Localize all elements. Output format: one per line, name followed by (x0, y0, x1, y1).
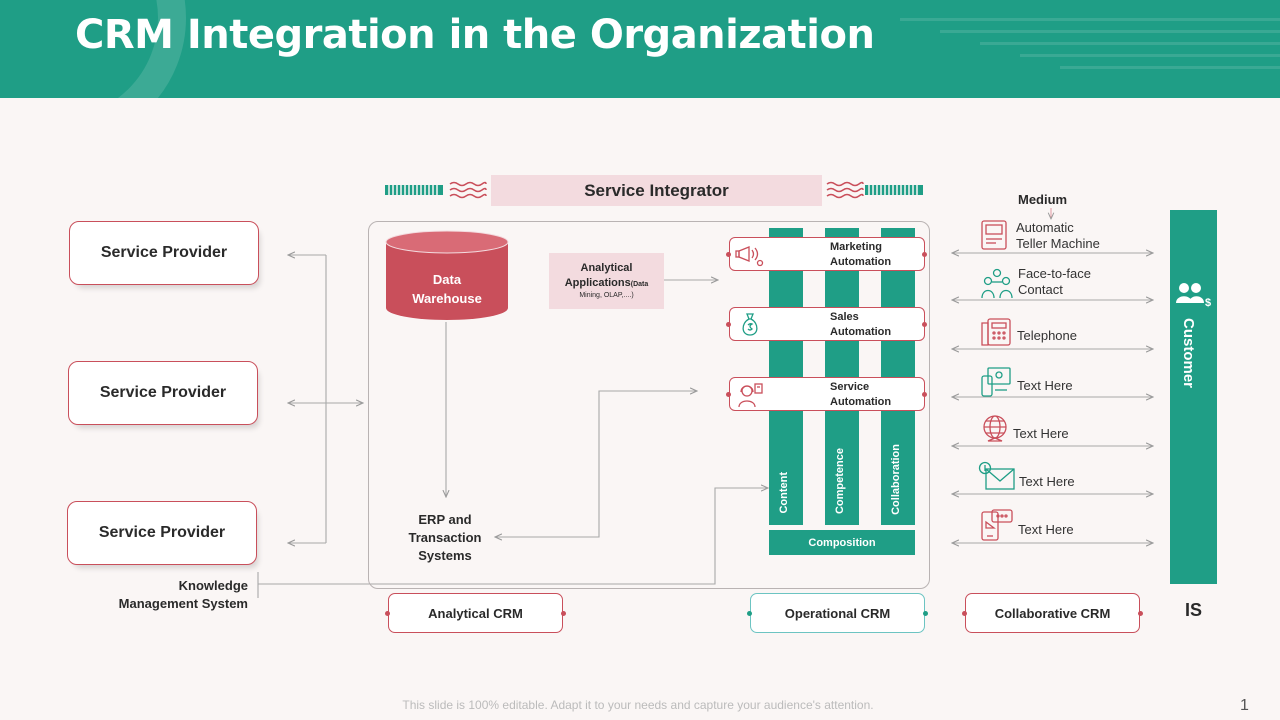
customer-bar (1170, 210, 1217, 584)
globe-icon (983, 415, 1007, 442)
megaphone-icon (735, 246, 764, 267)
medium-label: Telephone (1017, 328, 1077, 343)
collaborative-crm-box: Collaborative CRM (965, 593, 1140, 633)
devices-icon (981, 367, 1011, 397)
mobile-chat-icon (981, 509, 1013, 541)
service-integrator-label: Service Integrator (491, 175, 822, 206)
atm-icon (981, 220, 1007, 250)
column-label: Competence (834, 448, 846, 515)
integrator-decoration-left (385, 181, 487, 199)
medium-heading: Medium (1018, 192, 1068, 207)
medium-label: Text Here (1013, 426, 1069, 441)
medium-label: Text Here (1017, 378, 1073, 393)
operational-crm-box: Operational CRM (750, 593, 925, 633)
customer-label: Customer (1180, 318, 1197, 389)
erp-label: ERP and Transaction Systems (408, 512, 482, 563)
medium-label: Text Here (1018, 522, 1074, 537)
column-label: Collaboration (890, 444, 902, 515)
header-banner (0, 0, 1280, 98)
people-exchange-icon (981, 268, 1013, 299)
service-provider-box: Service Provider (67, 501, 257, 565)
telephone-icon (981, 318, 1011, 346)
page-number: 1 (1240, 697, 1249, 714)
column-label: Content (778, 472, 790, 514)
crm-system-box (368, 221, 930, 589)
support-agent-icon (738, 383, 763, 408)
medium-label: Text Here (1019, 474, 1075, 489)
customers-icon: $ (1176, 283, 1211, 309)
composition-bar: Composition (769, 530, 915, 555)
column-content (769, 228, 803, 525)
column-collaboration (881, 228, 915, 525)
email-icon (978, 461, 1015, 490)
data-warehouse-cylinder (385, 230, 509, 320)
svg-text:$: $ (1205, 297, 1211, 309)
analytical-crm-box: Analytical CRM (388, 593, 563, 633)
footer-note: This slide is 100% editable. Adapt it to… (402, 698, 874, 712)
integrator-decoration-right (826, 181, 923, 199)
data-warehouse-label: Data Warehouse (412, 272, 482, 306)
money-bag-icon (742, 313, 758, 336)
knowledge-management-label: Knowledge Management System (118, 578, 248, 611)
analytical-applications-box: Analytical Applications(Data Mining, OLA… (549, 253, 664, 309)
page-title: CRM Integration in the Organization (75, 12, 875, 58)
service-provider-box: Service Provider (69, 221, 259, 285)
service-provider-box: Service Provider (68, 361, 258, 425)
column-competence (825, 228, 859, 525)
is-label: IS (1185, 600, 1203, 620)
